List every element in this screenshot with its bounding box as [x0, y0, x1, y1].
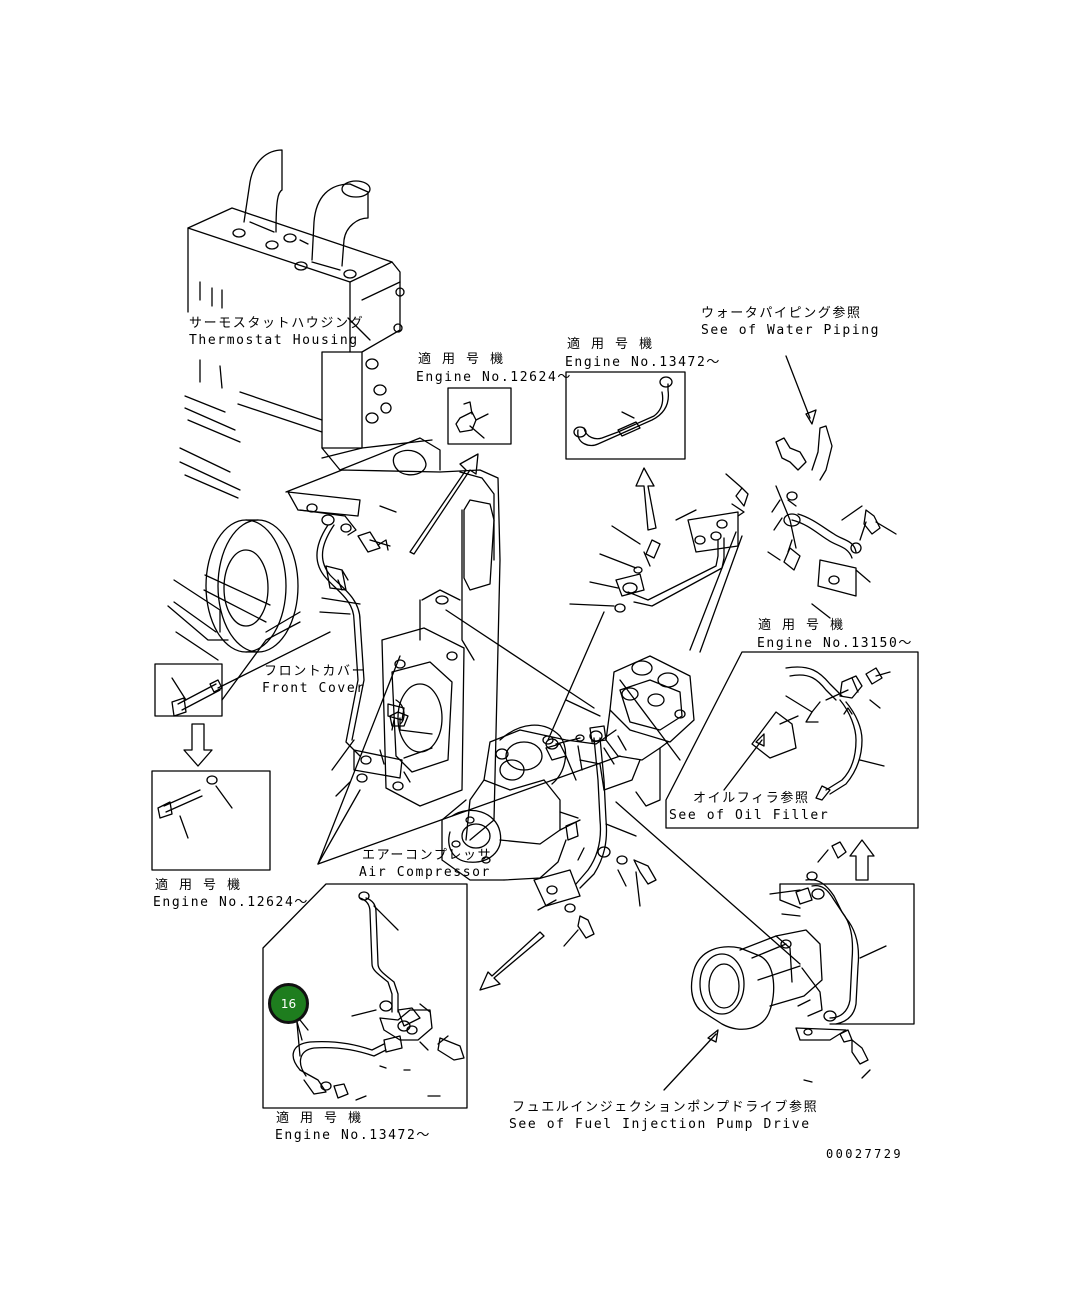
water-piping-drawing	[768, 426, 896, 618]
front-cover-label-jp: フロントカバー	[264, 664, 367, 679]
detail-box-13472-top	[566, 372, 685, 459]
water-piping-label-jp: ウォータパイピング参照	[701, 306, 862, 321]
detail-box-front-cover-bolt	[155, 622, 300, 716]
thermostat-housing-drawing	[180, 150, 440, 498]
thermostat-housing-label-jp: サーモスタットハウジング	[189, 316, 365, 331]
air-compressor-drawing	[442, 656, 694, 946]
detail-box-13472-bottom	[263, 884, 467, 1108]
arrow-down-left	[184, 724, 212, 766]
drawing-number: 00027729	[826, 1147, 903, 1161]
arrow-13472-top	[636, 468, 656, 530]
engine-12624-left-label-en: Engine No.12624～	[153, 895, 309, 910]
detail-box-13150	[666, 652, 918, 828]
engine-12624-left-label-jp: 適 用 号 機	[155, 878, 242, 893]
fuel-pump-label-en: See of Fuel Injection Pump Drive	[509, 1117, 811, 1132]
engine-12624-top-label-en: Engine No.12624～	[416, 370, 572, 385]
thermostat-leader	[348, 318, 370, 340]
engine-12624-top-label-jp: 適 用 号 機	[418, 352, 505, 367]
oil-filler-label-jp: オイルフィラ参照	[693, 791, 810, 806]
arrow-to-13472-bottom	[480, 932, 544, 990]
engine-13472-bottom-label-en: Engine No.13472～	[275, 1128, 431, 1143]
engine-13472-top-label-jp: 適 用 号 機	[567, 337, 654, 352]
oil-pipe-assembly	[570, 474, 748, 652]
arrow-12624	[410, 454, 478, 554]
engine-13472-bottom-label-jp: 適 用 号 機	[276, 1111, 363, 1126]
front-cover-drawing	[168, 470, 500, 840]
air-compressor-label-en: Air Compressor	[359, 865, 491, 880]
oil-filler-leader	[724, 734, 764, 790]
thermostat-housing-label-en: Thermostat Housing	[189, 333, 359, 348]
detail-box-12624-top	[448, 388, 511, 444]
engine-13472-top-label-en: Engine No.13472～	[565, 355, 721, 370]
detail-box-12624-left	[152, 771, 270, 870]
front-cover-tube	[288, 492, 432, 796]
fuel-pump-drive-drawing	[692, 842, 914, 1082]
fuel-pump-leader	[664, 1030, 718, 1090]
arrow-fuel-pump-up	[850, 840, 874, 880]
front-cover-label-en: Front Cover	[262, 681, 366, 696]
engine-13150-label-en: Engine No.13150～	[757, 636, 913, 651]
water-piping-label-en: See of Water Piping	[701, 323, 881, 338]
part-callout-16[interactable]: 16	[268, 983, 309, 1024]
fuel-pump-label-jp: フュエルインジェクションポンプドライブ参照	[512, 1100, 819, 1115]
front-cover-leader	[218, 612, 330, 688]
assembly-leader-lines	[318, 610, 800, 964]
air-compressor-label-jp: エアーコンプレッサ	[362, 848, 493, 863]
engine-13150-label-jp: 適 用 号 機	[758, 618, 845, 633]
water-piping-leader	[786, 356, 816, 424]
oil-filler-label-en: See of Oil Filler	[669, 808, 830, 823]
